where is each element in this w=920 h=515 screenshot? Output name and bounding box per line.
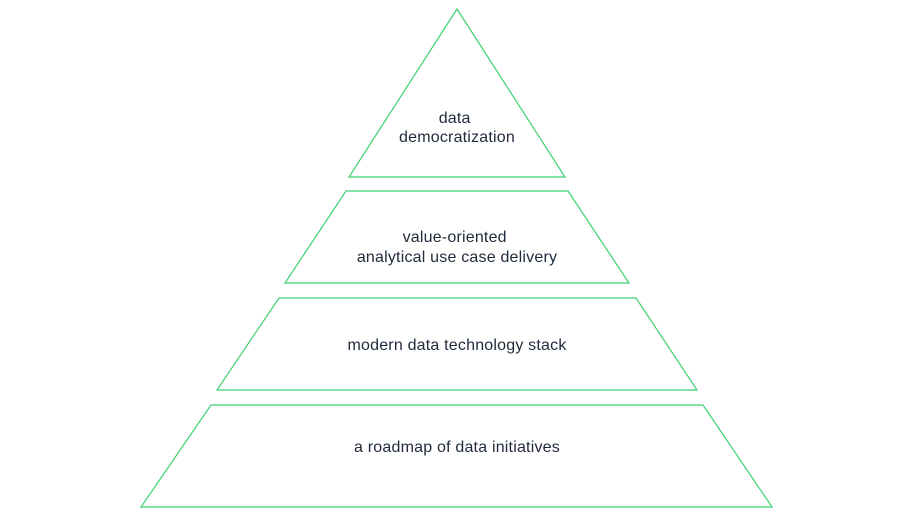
pyramid-tier-3-shape	[215, 297, 699, 391]
pyramid-tier-4: a roadmap of data initiatives	[139, 404, 774, 508]
pyramid-tier-4-shape	[139, 404, 774, 508]
pyramid-tier-1-line-1: data	[439, 110, 471, 127]
pyramid-tier-1-shape	[347, 7, 567, 178]
pyramid-tier-2: value-oriented analytical use case deliv…	[283, 190, 631, 284]
pyramid-tier-3-line-1: modern data technology stack	[347, 337, 567, 354]
pyramid-tier-2-line-1: value-oriented	[403, 229, 507, 246]
pyramid-tier-2-shape	[283, 190, 631, 284]
pyramid-tier-4-label: a roadmap of data initiatives	[354, 439, 560, 456]
pyramid-tier-2-label: value-oriented analytical use case deliv…	[357, 229, 557, 266]
pyramid-tier-1-line-2: democratization	[399, 129, 515, 146]
pyramid-tier-3: modern data technology stack	[215, 297, 699, 391]
pyramid-tier-3-label: modern data technology stack	[347, 337, 567, 354]
pyramid-tier-2-line-2: analytical use case delivery	[357, 249, 557, 266]
pyramid-tier-4-line-1: a roadmap of data initiatives	[354, 439, 560, 456]
pyramid-tier-1-label: data democratization	[399, 110, 515, 146]
pyramid-tier-1: data democratization	[347, 7, 567, 178]
